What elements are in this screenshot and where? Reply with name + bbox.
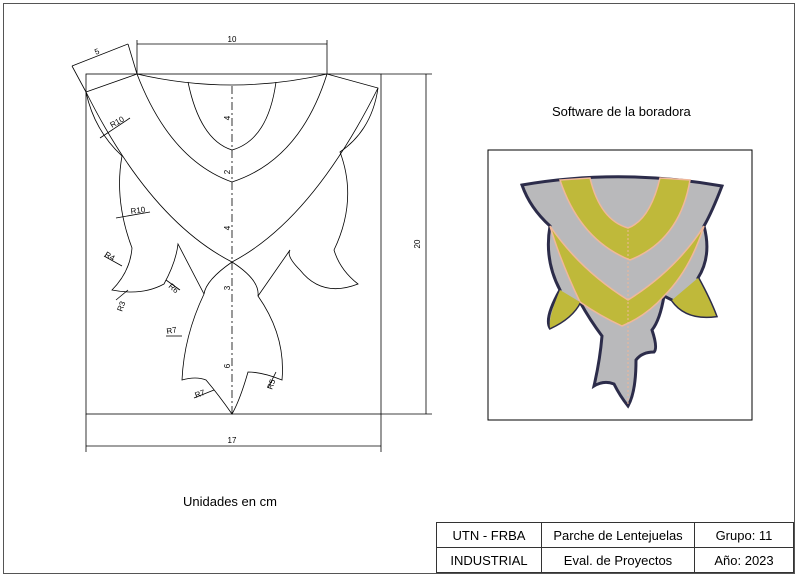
bounding-rectangle [85, 73, 382, 415]
radius-r5: R5 [265, 377, 277, 390]
dim-axis-4a: 4 [223, 115, 232, 120]
dim-bottom-width: 17 [228, 436, 237, 445]
radius-r7-bottom: R7 [194, 388, 207, 400]
year-cell: Año: 2023 [694, 547, 794, 573]
dim-top-width: 10 [228, 35, 237, 44]
department-cell: INDUSTRIAL [436, 547, 542, 573]
radius-r6: R6 [167, 282, 181, 296]
dim-axis-4b: 4 [223, 225, 232, 230]
patch-gray-base [520, 175, 725, 409]
course-cell: Eval. de Proyectos [541, 547, 695, 573]
patch-olive-lower-v [549, 225, 705, 327]
radius-r4: R4 [103, 250, 117, 263]
patch-outline [85, 73, 379, 415]
patch-olive-right-lobe [672, 278, 716, 317]
radius-r10-side: R10 [130, 205, 146, 216]
patch-olive-left-lobe [549, 290, 580, 328]
title-block: UTN - FRBA Parche de Lentejuelas Grupo: … [436, 522, 794, 573]
sheet-border [3, 3, 795, 574]
group-cell: Grupo: 11 [694, 522, 794, 548]
software-caption: Software de la boradora [552, 104, 691, 119]
units-caption: Unidades en cm [183, 494, 277, 509]
radius-r7-top: R7 [166, 325, 178, 336]
patch-olive-top-v [558, 177, 691, 261]
dim-corner: 5 [93, 46, 101, 56]
institution-cell: UTN - FRBA [436, 522, 542, 548]
radius-r3: R3 [115, 299, 127, 312]
project-cell: Parche de Lentejuelas [541, 522, 695, 548]
dim-height: 20 [413, 239, 422, 248]
radius-r10-top: R10 [109, 114, 127, 129]
dim-axis-3: 3 [223, 285, 232, 290]
dim-axis-2: 2 [223, 169, 232, 174]
dim-axis-6: 6 [223, 363, 232, 368]
embroidery-patch [520, 175, 725, 409]
